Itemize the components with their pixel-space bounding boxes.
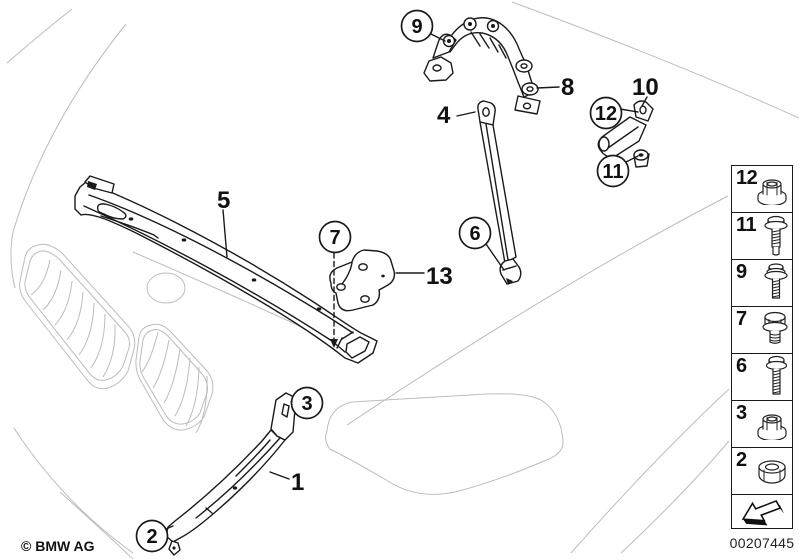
threaded-bolt-icon xyxy=(765,355,788,395)
legend-ref: 11 xyxy=(736,214,757,236)
callout-circle-9[interactable]: 9 xyxy=(400,9,434,43)
callout-circle-3[interactable]: 3 xyxy=(290,386,324,420)
legend-row-6[interactable]: 6 xyxy=(732,354,792,401)
legend-row-12[interactable]: 12 xyxy=(732,166,792,213)
legend-ref: 12 xyxy=(736,167,758,189)
part-10-bracket xyxy=(597,100,654,168)
part-13-bracket xyxy=(329,249,396,312)
svg-text:12: 12 xyxy=(595,103,617,125)
legend-ref: 3 xyxy=(736,402,747,424)
legend-ref: 2 xyxy=(736,449,747,471)
callout-label-13[interactable]: 13 xyxy=(426,263,453,290)
legend-ref: 7 xyxy=(736,308,747,330)
svg-text:3: 3 xyxy=(301,393,312,415)
callout-label-8[interactable]: 8 xyxy=(561,74,574,101)
leader-lines xyxy=(165,32,648,530)
part-4-diagonal-strut xyxy=(477,100,522,285)
part-8-arch-bracket xyxy=(423,17,541,115)
part-1-tension-strut xyxy=(160,392,297,556)
car-body-contours xyxy=(6,1,799,559)
part-5-front-crossmember xyxy=(74,175,378,364)
hood-roundel xyxy=(146,272,186,304)
copyright-notice: © BMW AG xyxy=(21,538,95,554)
callout-circle-11[interactable]: 11 xyxy=(596,154,630,188)
legend-row-2[interactable]: 2 xyxy=(732,448,792,495)
legend-arrow-cell xyxy=(732,495,792,528)
legend-ref: 6 xyxy=(736,355,747,377)
callout-circle-2[interactable]: 2 xyxy=(135,519,169,553)
svg-text:7: 7 xyxy=(329,227,340,249)
legend-row-9[interactable]: 9 xyxy=(732,260,792,307)
callout-circle-12[interactable]: 12 xyxy=(589,96,623,130)
callout-circle-6[interactable]: 6 xyxy=(458,216,492,250)
direction-arrow-icon xyxy=(741,499,785,525)
svg-text:11: 11 xyxy=(602,161,623,183)
legend-ref: 9 xyxy=(736,261,747,283)
flange-bolt-icon xyxy=(764,215,788,256)
callout-label-10[interactable]: 10 xyxy=(632,74,659,101)
hex-nut-icon xyxy=(758,460,786,484)
legend-row-3[interactable]: 3 xyxy=(732,401,792,448)
washer-bolt-icon xyxy=(764,263,788,299)
legend-row-7[interactable]: 7 xyxy=(732,307,792,354)
svg-text:9: 9 xyxy=(411,16,422,38)
fastener-legend: 12 11 9 xyxy=(731,165,793,529)
flange-nut-icon xyxy=(757,414,787,440)
legend-row-11[interactable]: 11 xyxy=(732,213,792,260)
svg-text:6: 6 xyxy=(469,223,480,245)
callout-label-4[interactable]: 4 xyxy=(437,102,451,129)
kidney-grille xyxy=(19,243,214,434)
callout-circle-7[interactable]: 7 xyxy=(318,220,352,254)
flange-nut-icon xyxy=(757,179,787,205)
svg-text:2: 2 xyxy=(146,526,157,548)
diagram-image-number: 00207445 xyxy=(729,535,795,551)
callout-label-5[interactable]: 5 xyxy=(217,187,230,214)
callout-label-1[interactable]: 1 xyxy=(291,469,304,496)
hex-bolt-icon xyxy=(762,311,788,344)
